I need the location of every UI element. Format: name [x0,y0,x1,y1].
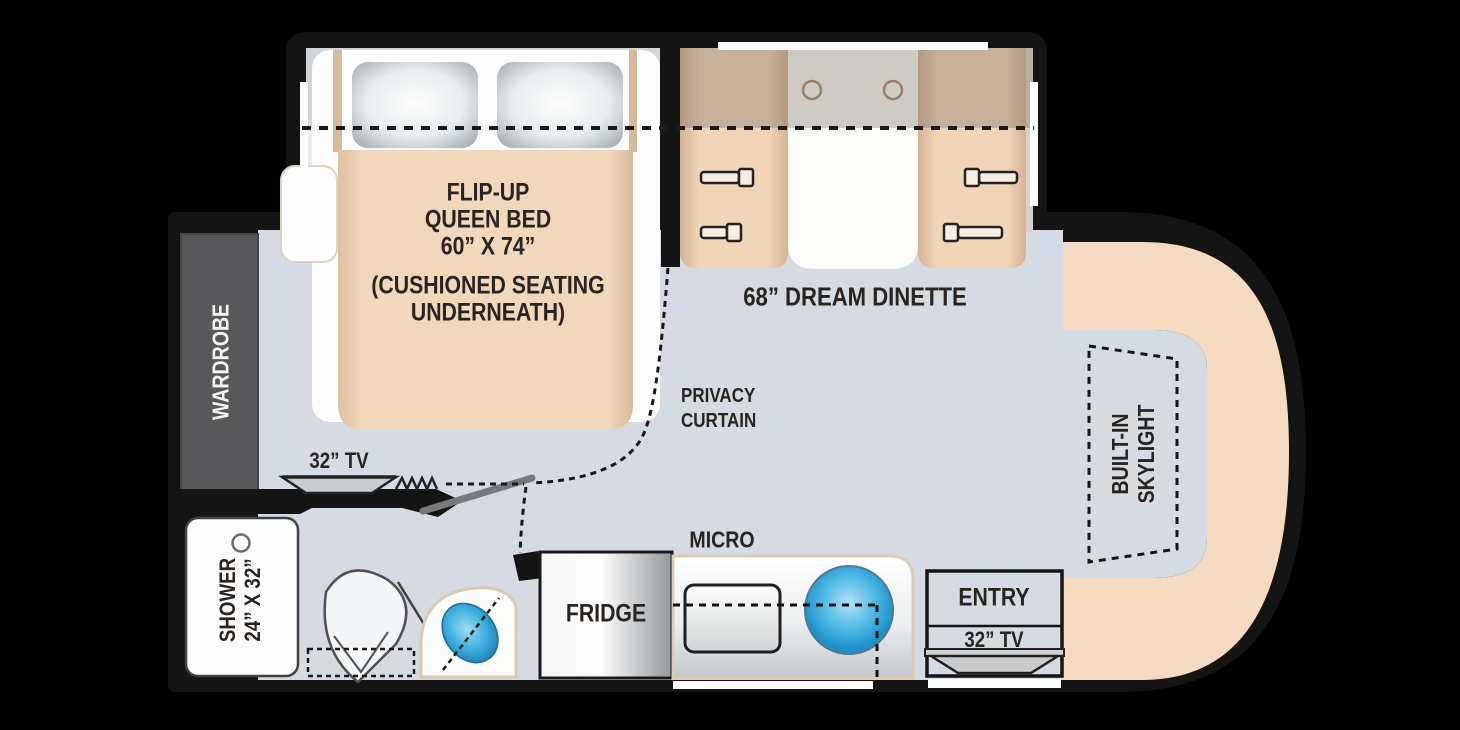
bedroom-divider-wall [661,33,680,267]
windows [300,42,1038,689]
shower-line1: SHOWER [215,557,240,643]
entry-tv [926,654,1063,675]
skylight-label: BUILT-IN SKYLIGHT [1107,405,1159,504]
bed-note-line1: (CUSHIONED SEATING [371,271,605,300]
kitchen-area [513,550,915,680]
bedroom-tv-label: 32” TV [309,448,369,473]
bed-note-line2: UNDERNEATH) [410,298,566,327]
pillow-right [497,62,623,148]
privacy-line2: CURTAIN [681,410,757,432]
skylight-line2: SKYLIGHT [1133,404,1159,504]
front-cab [1063,242,1289,680]
skylight-outline [1087,344,1179,564]
privacy-curtain-label: PRIVACY CURTAIN [681,384,756,434]
shower-pan [184,516,300,678]
cupholder [882,79,904,101]
entry-tv-label: 32” TV [964,627,1024,652]
bed-label-line2: QUEEN BED [424,205,552,234]
wardrobe-cabinet [180,233,259,492]
cupholder [801,79,823,101]
dinette-area [677,48,1033,269]
privacy-line1: PRIVACY [681,385,756,407]
cooktop [683,583,782,654]
shower-label: SHOWER 24” X 32” [215,558,265,642]
skylight-line1: BUILT-IN [1107,413,1133,495]
dinette-label: 68” DREAM DINETTE [743,281,967,312]
wardrobe-label: WARDROBE [207,303,234,421]
bathroom-dashed-zone [306,647,416,678]
fridge-label: FRIDGE [565,599,647,628]
shower-drain [231,533,251,553]
pillow-left [352,62,478,148]
bed-label-line1: FLIP-UP [446,178,530,207]
tv-wall-group [168,474,536,517]
toilet [323,569,408,684]
shower-line2: 24” X 32” [240,558,265,642]
privacy-curtain-path [446,267,670,554]
entry-area [924,569,1065,688]
bathroom-area [184,516,518,684]
micro-label: MICRO [689,526,755,553]
seatbelt-icons [699,167,1019,243]
dinette-seat-right [918,48,1026,268]
dinette-table [788,48,918,269]
bed-label-line3: 60” X 74” [440,232,536,261]
bed-label: FLIP-UP QUEEN BED 60” X 74” (CUSHIONED S… [371,178,605,327]
entry-label: ENTRY [958,583,1030,612]
dinette-seat-left [680,48,788,268]
curtain-zigzag [394,474,439,493]
entry-step [928,679,1061,688]
bed-mattress [338,150,633,430]
kitchen-sink [804,565,894,655]
